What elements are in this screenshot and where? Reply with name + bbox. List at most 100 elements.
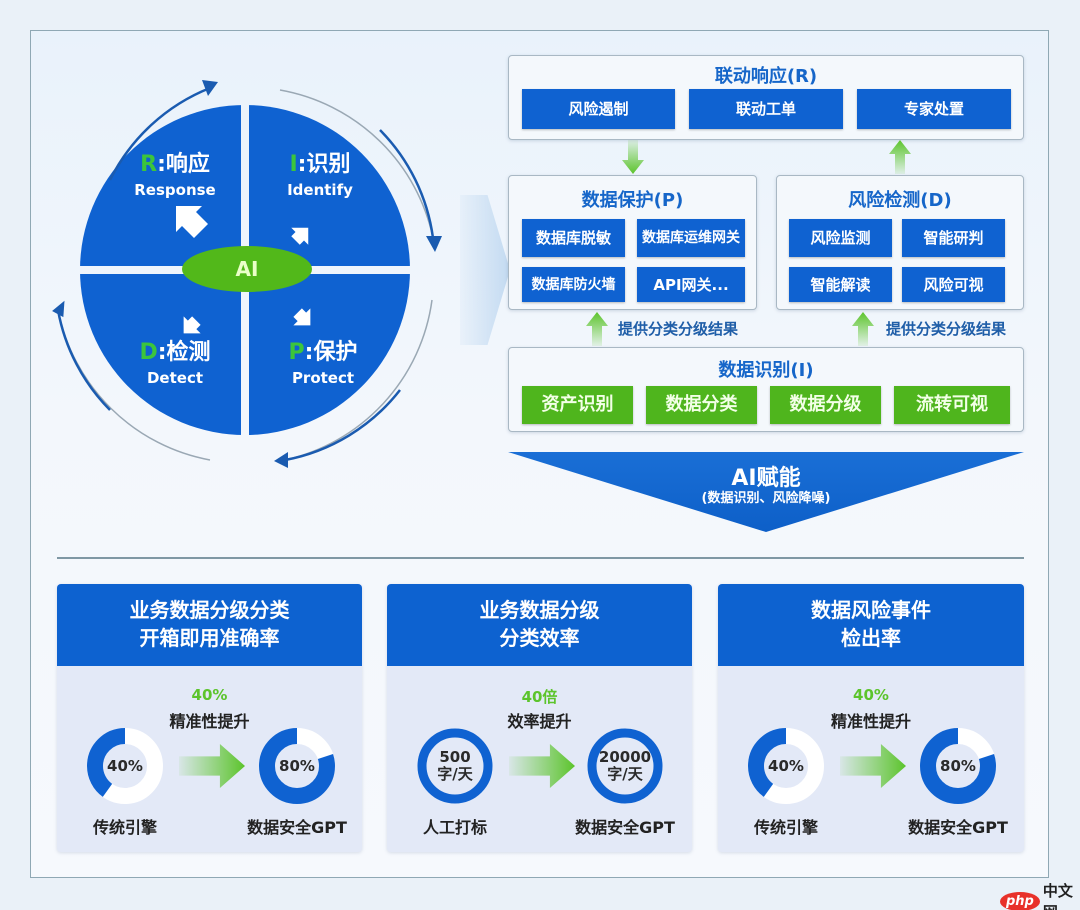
- quadrant-sep: :: [157, 152, 166, 177]
- group-identify: 数据识别(I) 资产识别 数据分类 数据分级 流转可视: [508, 347, 1024, 432]
- quadrant-letter: D: [139, 340, 158, 365]
- ring-after: [587, 728, 663, 804]
- ring-before: [417, 728, 493, 804]
- card-title-line1: 数据风险事件: [811, 598, 931, 622]
- tile-data-classification: 数据分类: [646, 386, 757, 424]
- group-title: 风险检测(D): [848, 190, 952, 211]
- group-title: 联动响应(R): [714, 66, 818, 87]
- gain-label: 精准性提升: [830, 712, 911, 731]
- arrow-up-icon: [586, 312, 608, 346]
- before-caption: 传统引擎: [753, 818, 818, 837]
- tile-db-firewall: 数据库防火墙: [522, 267, 625, 302]
- donut-after-value: 80%: [279, 756, 315, 775]
- rate-number: 20000: [598, 748, 652, 766]
- before-caption: 传统引擎: [92, 818, 157, 837]
- pidr-cycle: R:响应 Response I:识别 Identify D:检测 Detect …: [50, 70, 450, 470]
- quadrant-protect: P:保护 Protect: [258, 340, 388, 388]
- group-protect: 数据保护(P) 数据库脱敏 数据库运维网关 数据库防火墙 API网关...: [508, 175, 757, 310]
- quadrant-en-label: Detect: [146, 369, 204, 387]
- gain-label: 效率提升: [507, 712, 572, 731]
- arrow-up-icon: [889, 140, 911, 174]
- arrow-up-icon: [852, 312, 874, 346]
- tile-asset-identification: 资产识别: [522, 386, 633, 424]
- card-title-line2: 分类效率: [499, 626, 580, 650]
- tile-api-gateway: API网关...: [637, 267, 745, 302]
- quadrant-sep: :: [297, 152, 307, 177]
- quadrant-identify: I:识别 Identify: [255, 152, 385, 200]
- tile-db-ops-gateway: 数据库运维网关: [637, 219, 745, 257]
- card-header: 业务数据分级分类 开箱即用准确率: [57, 584, 362, 666]
- before-caption: 人工打标: [422, 818, 487, 837]
- quadrant-en-label: Response: [134, 181, 216, 199]
- quadrant-letter: P: [288, 340, 305, 365]
- tile-smart-interpretation: 智能解读: [789, 267, 892, 302]
- group-response: 联动响应(R) 风险遏制 联动工单 专家处置: [508, 55, 1024, 140]
- card-title-line1: 业务数据分级分类: [129, 598, 290, 622]
- ai-enable-subtitle: (数据识别、风险降噪): [701, 491, 831, 506]
- improvement-arrow-icon: [509, 744, 575, 788]
- quadrant-cn-label: 保护: [313, 340, 358, 365]
- quadrant-sep: :: [304, 340, 314, 365]
- tile-risk-visualization: 风险可视: [902, 267, 1005, 302]
- section-divider: [57, 557, 1024, 559]
- card-title-line2: 开箱即用准确率: [139, 626, 280, 650]
- quadrant-letter: R: [140, 152, 158, 177]
- after-caption: 数据安全GPT: [575, 818, 675, 837]
- rate-number: 500: [439, 748, 471, 766]
- quadrant-letter: I: [289, 152, 298, 177]
- donut-after-value: 80%: [940, 756, 976, 775]
- tile-smart-analysis: 智能研判: [902, 219, 1005, 257]
- feed-note-left: 提供分类分级结果: [618, 320, 739, 338]
- rate-unit: 字/天: [437, 765, 473, 783]
- gain-value: 40%: [853, 686, 889, 704]
- donut-after-80: [259, 728, 335, 804]
- card-header: 数据风险事件 检出率: [718, 584, 1024, 666]
- improvement-arrow-icon: [179, 744, 245, 788]
- quadrant-sep: :: [157, 340, 167, 365]
- rate-unit: 字/天: [607, 765, 643, 783]
- watermark: php 中文网: [1000, 880, 1080, 910]
- donut-before-value: 40%: [768, 756, 804, 775]
- tile-flow-visualization: 流转可视: [894, 386, 1010, 424]
- watermark-text: 中文网: [1042, 882, 1073, 910]
- php-logo-icon: php: [1000, 891, 1040, 910]
- metric-card-detection: 数据风险事件 检出率 40% 精准性提升 40% 80% 传统引擎 数据安全GP…: [718, 584, 1024, 852]
- metric-card-accuracy: 业务数据分级分类 开箱即用准确率 40% 精准性提升 40% 80% 传统引擎 …: [57, 584, 362, 852]
- tile-risk-monitoring: 风险监测: [789, 219, 892, 257]
- quadrant-en-label: Identify: [287, 181, 353, 199]
- ai-enable-title: AI赋能: [731, 466, 801, 491]
- group-title: 数据识别(I): [718, 360, 814, 381]
- quadrant-response: R:响应 Response: [110, 152, 240, 200]
- arrow-down-icon: [622, 140, 644, 174]
- improvement-arrow-icon: [840, 744, 906, 788]
- donut-before-value: 40%: [107, 756, 143, 775]
- group-detect: 风险检测(D) 风险监测 智能研判 智能解读 风险可视: [776, 175, 1024, 310]
- donut-before-40: [87, 728, 163, 804]
- tile-risk-containment: 风险遏制: [522, 89, 675, 129]
- quadrant-detect: D:检测 Detect: [110, 340, 240, 388]
- quadrant-cn-label: 检测: [166, 340, 211, 365]
- tile-data-grading: 数据分级: [770, 386, 881, 424]
- tile-linked-ticket: 联动工单: [689, 89, 843, 129]
- donut-after-80: [920, 728, 996, 804]
- quadrant-en-label: Protect: [291, 369, 355, 387]
- donut-before-40: [748, 728, 824, 804]
- gain-value: 40%: [191, 686, 228, 704]
- card-header: 业务数据分级 分类效率: [387, 584, 692, 666]
- tile-expert-disposal: 专家处置: [857, 89, 1011, 129]
- cycle-graphic: [52, 80, 442, 468]
- quadrant-cn-label: 响应: [165, 152, 210, 177]
- tile-db-masking: 数据库脱敏: [522, 219, 625, 257]
- card-title-line2: 检出率: [841, 626, 901, 650]
- feed-note-right: 提供分类分级结果: [886, 320, 1007, 338]
- gain-value: 40倍: [521, 688, 558, 706]
- card-title-line1: 业务数据分级: [479, 598, 600, 622]
- gain-label: 精准性提升: [169, 712, 250, 731]
- after-caption: 数据安全GPT: [908, 818, 1008, 837]
- after-caption: 数据安全GPT: [247, 818, 347, 837]
- group-title: 数据保护(P): [581, 190, 684, 211]
- ai-core-oval: AI: [182, 246, 312, 292]
